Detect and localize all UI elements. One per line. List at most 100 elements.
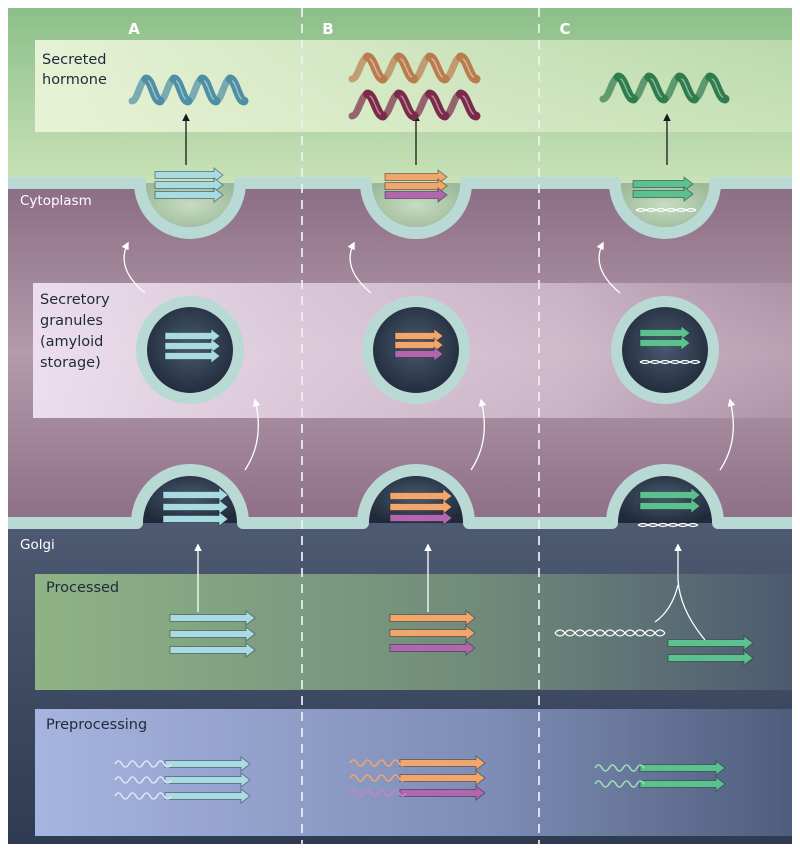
beta-strand-arrow (162, 486, 229, 504)
helix-highlight (369, 95, 382, 115)
beta-strand-arrow (164, 771, 251, 789)
budding-vesicle (618, 476, 712, 523)
column-letter-b: B (322, 20, 334, 38)
arrow (596, 241, 621, 294)
helix-highlight (650, 78, 663, 98)
beta-strand-arrow (389, 639, 476, 657)
beta-strand-arrow (632, 185, 694, 203)
beta-strand-arrow (399, 754, 486, 772)
helix-highlight (175, 80, 187, 100)
helix-front (363, 89, 388, 121)
signal-peptide (114, 760, 172, 768)
helper-chain (639, 359, 701, 365)
beta-strand-arrow (154, 166, 224, 184)
arrow (674, 543, 706, 641)
beta-strand-arrow (639, 497, 701, 515)
beta-strand-arrow (164, 327, 221, 345)
helix-highlight (400, 95, 413, 115)
arrow (470, 398, 487, 471)
beta-strand-arrow (389, 487, 453, 505)
arrow (347, 241, 372, 294)
helix-front (456, 89, 481, 121)
beta-strand-arrow (632, 175, 694, 193)
signal-peptide (349, 789, 407, 797)
beta-strand-arrow (394, 336, 444, 354)
processed-label: Processed (46, 580, 120, 596)
beta-strand-arrow (639, 775, 726, 793)
arrow (719, 398, 736, 471)
preprocessing-label: Preprocessing (46, 717, 148, 733)
helper-chain (554, 629, 666, 637)
membranes (8, 177, 792, 529)
vesicle-contents (114, 166, 754, 805)
arrow (654, 584, 679, 623)
beta-strand-arrow (169, 609, 256, 627)
helix-front (225, 74, 249, 106)
helix-front (394, 52, 419, 84)
helix-front (456, 52, 481, 84)
preprocessing-panel (35, 709, 792, 836)
helper-chain (554, 629, 666, 637)
beta-strand-arrow (169, 641, 256, 659)
column-letter-a: A (128, 20, 140, 38)
helix-highlight (369, 58, 382, 78)
granule-core (147, 307, 233, 393)
helix-highlight (431, 95, 444, 115)
beta-strand-arrow (384, 186, 448, 204)
signal-peptide (114, 792, 172, 800)
beta-strand-arrow (639, 324, 691, 342)
helix-highlight (462, 58, 475, 78)
helix-front (674, 72, 699, 104)
helix-front (644, 72, 669, 104)
helix-front (363, 52, 388, 84)
secretory-granules-label: Secretory granules (amyloid storage) (40, 292, 110, 371)
helix-front (425, 52, 450, 84)
helix-front (705, 72, 730, 104)
helix-highlight (462, 95, 475, 115)
arrow (121, 241, 146, 294)
helix-highlight (431, 58, 444, 78)
beta-strand-arrow (169, 625, 256, 643)
helix-front (613, 72, 638, 104)
helix-front (169, 74, 193, 106)
beta-strand-arrow (164, 787, 251, 805)
helix-highlight (619, 78, 632, 98)
cytoplasm-label: Cytoplasm (20, 193, 92, 209)
helix-front (394, 89, 419, 121)
beta-strand-arrow (384, 168, 448, 186)
beta-strand-arrow (394, 345, 444, 363)
column-letter-c: C (559, 20, 571, 38)
budding-vesicle (143, 476, 237, 523)
helper-chain (635, 207, 697, 213)
beta-strand-arrow (154, 176, 224, 194)
beta-strand-arrow (162, 510, 229, 528)
helix-highlight (711, 78, 724, 98)
beta-strand-arrow (164, 755, 251, 773)
beta-strand-arrow (154, 186, 224, 204)
pathway-arrows (121, 113, 736, 641)
beta-strand-arrow (389, 609, 476, 627)
helper-chain (637, 522, 699, 528)
beta-strand-arrow (389, 498, 453, 516)
golgi-label: Golgi (20, 537, 55, 553)
helix-highlight (400, 58, 413, 78)
beta-strand-arrow (667, 634, 754, 652)
hormone-helices (128, 52, 730, 121)
beta-strand-arrow (162, 498, 229, 516)
beta-strand-arrow (389, 624, 476, 642)
beta-strand-arrow (639, 759, 726, 777)
beta-strand-arrow (389, 509, 453, 527)
helix-highlight (231, 80, 243, 100)
beta-strand-arrow (639, 486, 701, 504)
signal-peptide (594, 780, 645, 788)
granule-core (622, 307, 708, 393)
beta-strand-arrow (399, 769, 486, 787)
beta-strand-arrow (667, 649, 754, 667)
beta-strand-arrow (394, 327, 444, 345)
beta-strand-arrow (164, 347, 221, 365)
beta-strand-arrow (639, 334, 691, 352)
beta-strand-arrow (164, 337, 221, 355)
beta-strand-arrow (384, 177, 448, 195)
